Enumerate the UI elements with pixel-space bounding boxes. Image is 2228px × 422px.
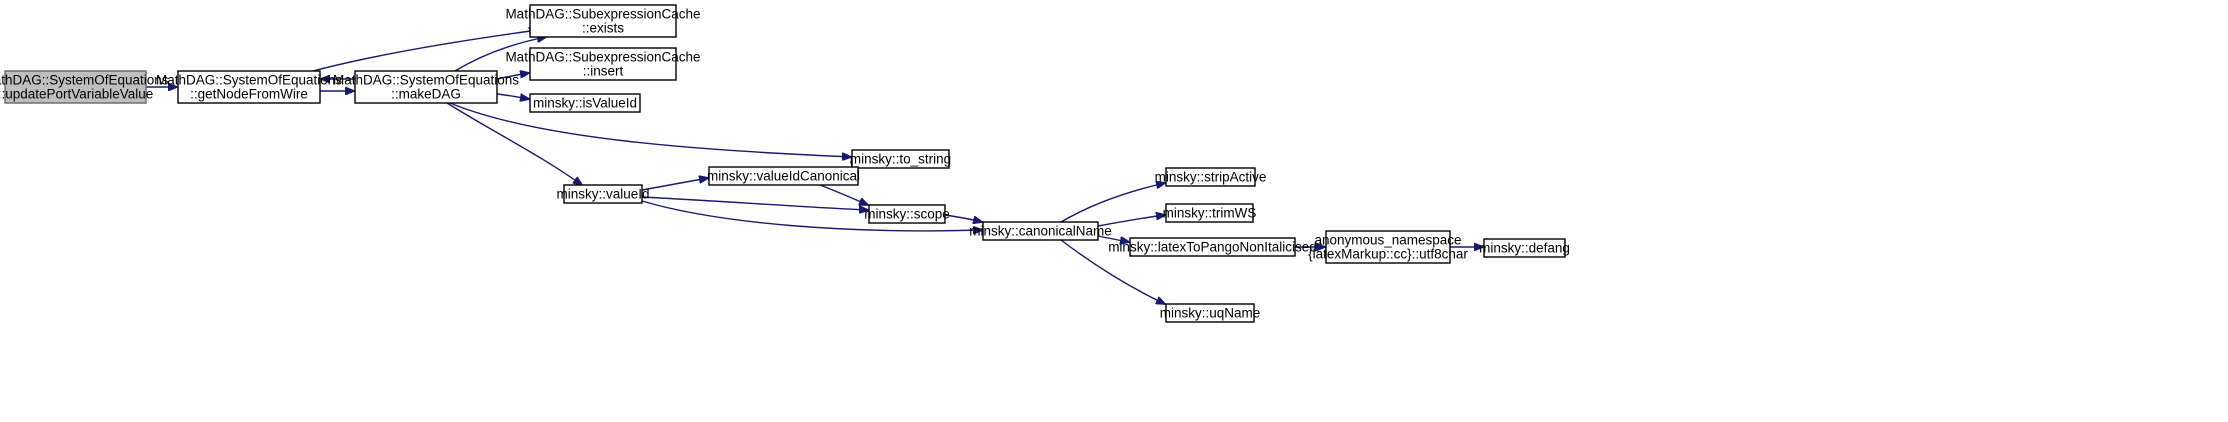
node-trimWS[interactable]: minsky::trimWS (1163, 203, 1257, 223)
node-box (354, 70, 498, 104)
edge-valueIdCanonical-to-scope (819, 184, 868, 205)
edge-makeDAG-to-isValueId (496, 93, 529, 99)
node-canonicalName[interactable]: minsky::canonicalName (969, 221, 1112, 241)
edge-getNodeFromWire-to-exists (312, 30, 538, 72)
node-box (1165, 203, 1254, 223)
node-label: minsky::isValueId (533, 96, 637, 111)
node-box (1129, 237, 1296, 257)
node-box (1483, 238, 1566, 258)
node-label: minsky::valueIdCanonical (707, 169, 860, 184)
node-label: MathDAG::SubexpressionCache (505, 7, 700, 22)
node-box (563, 184, 643, 204)
node-valueIdCanonical[interactable]: minsky::valueIdCanonical (707, 166, 860, 186)
node-getNodeFromWire[interactable]: MathDAG::SystemOfEquations::getNodeFromW… (156, 70, 342, 104)
node-scope[interactable]: minsky::scope (864, 204, 950, 224)
node-makeDAG[interactable]: MathDAG::SystemOfEquations::makeDAG (333, 70, 519, 104)
node-exists[interactable]: MathDAG::SubexpressionCache::exists (505, 4, 701, 38)
node-box (708, 166, 859, 186)
node-utf8char[interactable]: anonymous_namespace{latexMarkup::cc}::ut… (1308, 230, 1468, 264)
node-box (851, 149, 950, 169)
node-box (4, 70, 147, 104)
node-insert[interactable]: MathDAG::SubexpressionCache::insert (505, 47, 701, 81)
nodes: MathDAG::SystemOfEquations::updatePortVa… (0, 4, 1570, 323)
edge-makeDAG-to-to_string (449, 102, 851, 157)
node-label: ::updatePortVariableValue (0, 87, 153, 102)
node-label: minsky::latexToPangoNonItalicised (1108, 240, 1317, 255)
node-box (529, 47, 677, 81)
node-label: MathDAG::SubexpressionCache (505, 50, 700, 65)
node-defang[interactable]: minsky::defang (1479, 238, 1570, 258)
node-label: anonymous_namespace (1314, 233, 1461, 248)
node-box (529, 4, 677, 38)
node-isValueId[interactable]: minsky::isValueId (529, 93, 641, 113)
edge-valueId-to-canonicalName (641, 200, 982, 231)
edge-canonicalName-to-latexToPangoNonItalicised (1097, 235, 1129, 242)
node-label: minsky::trimWS (1163, 206, 1257, 221)
node-label: minsky::valueId (556, 187, 649, 202)
node-label: ::exists (582, 21, 624, 36)
edge-valueId-to-valueIdCanonical (641, 178, 708, 191)
node-box (529, 93, 641, 113)
node-stripActive[interactable]: minsky::stripActive (1155, 167, 1267, 187)
edge-scope-to-canonicalName (944, 214, 982, 222)
node-label: minsky::scope (864, 207, 950, 222)
node-label: ::getNodeFromWire (190, 87, 308, 102)
edge-valueId-to-scope (641, 196, 868, 210)
node-latexToPangoNonItalicised[interactable]: minsky::latexToPangoNonItalicised (1108, 237, 1317, 257)
node-box (1165, 167, 1256, 187)
node-updatePortVariableValue[interactable]: MathDAG::SystemOfEquations::updatePortVa… (0, 70, 169, 104)
edge-makeDAG-to-exists (454, 37, 546, 72)
node-label: ::makeDAG (391, 87, 461, 102)
node-to_string[interactable]: minsky::to_string (850, 149, 951, 169)
node-uqName[interactable]: minsky::uqName (1160, 303, 1261, 323)
edge-makeDAG-to-valueId (446, 102, 582, 185)
node-box (1165, 303, 1255, 323)
node-label: minsky::canonicalName (969, 224, 1112, 239)
node-label: ::insert (583, 64, 624, 79)
edge-canonicalName-to-trimWS (1097, 215, 1165, 227)
edge-makeDAG-to-insert (496, 73, 529, 80)
edge-canonicalName-to-uqName (1060, 239, 1165, 304)
node-label: MathDAG::SystemOfEquations (333, 73, 519, 88)
node-label: {latexMarkup::cc}::utf8char (1308, 247, 1468, 262)
node-box (1325, 230, 1451, 264)
node-label: MathDAG::SystemOfEquations (0, 73, 169, 88)
node-label: minsky::uqName (1160, 306, 1261, 321)
node-box (177, 70, 321, 104)
node-valueId[interactable]: minsky::valueId (556, 184, 650, 204)
node-label: MathDAG::SystemOfEquations (156, 73, 342, 88)
node-label: minsky::stripActive (1155, 170, 1267, 185)
node-label: minsky::to_string (850, 152, 951, 167)
node-box (982, 221, 1099, 241)
edge-canonicalName-to-stripActive (1060, 183, 1165, 223)
node-label: minsky::defang (1479, 241, 1570, 256)
node-box (868, 204, 946, 224)
